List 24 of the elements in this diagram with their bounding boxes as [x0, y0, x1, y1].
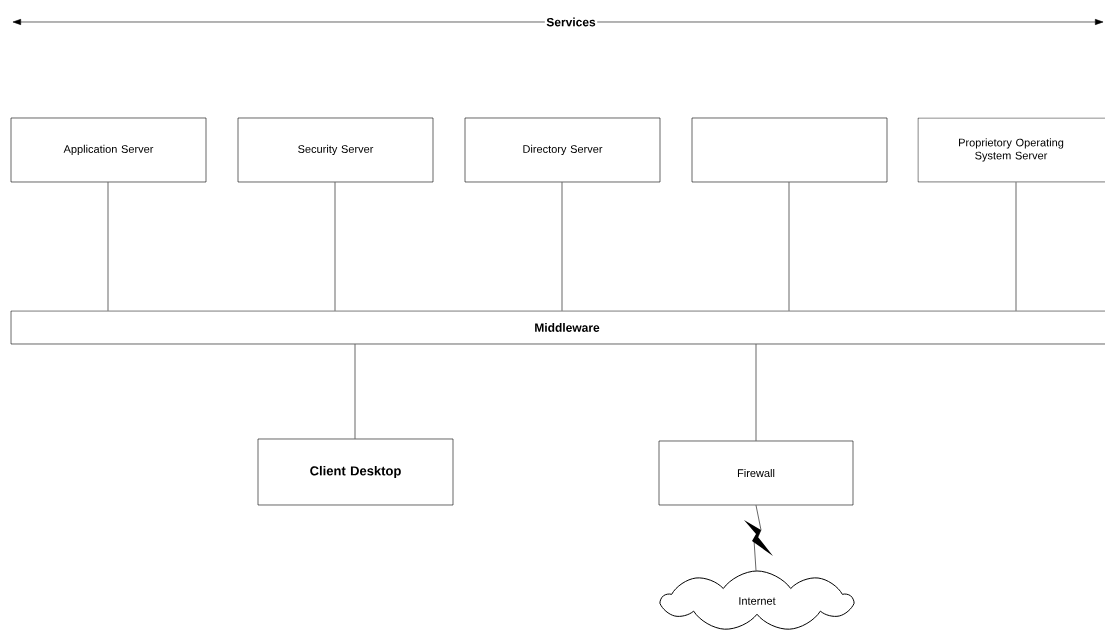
connector-line [788, 182, 790, 311]
node-label: Firewall [737, 468, 775, 478]
services-label: Services [544, 16, 598, 28]
server-box [464, 117, 661, 183]
lightning-connector [744, 505, 773, 571]
connector-line [334, 182, 336, 311]
middleware-bar [10, 310, 1105, 345]
node-label: Client Desktop [310, 465, 401, 479]
connector-line [561, 182, 563, 311]
server-box [917, 117, 1105, 183]
node-label: Application Server [63, 144, 154, 156]
connector-line [354, 344, 356, 439]
node-label: Directory Server [523, 144, 603, 156]
connector-line [1015, 182, 1017, 311]
server-box [10, 117, 207, 183]
node-label: Proprietory Operating System Server [959, 138, 1064, 162]
server-box [658, 440, 854, 506]
node-label: Middleware [535, 323, 600, 332]
node-label: Security Server [298, 144, 374, 156]
connector-line [755, 344, 757, 441]
server-box [237, 117, 434, 183]
server-box [691, 117, 888, 183]
connector-line [107, 182, 109, 311]
server-box [257, 438, 454, 506]
